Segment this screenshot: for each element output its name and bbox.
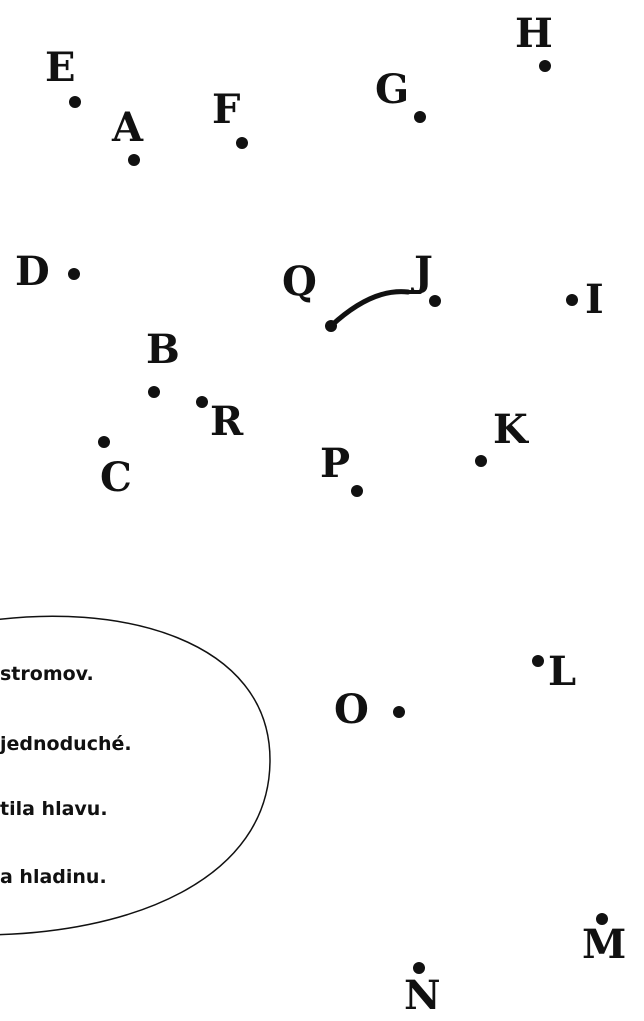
point-label-b: B: [146, 326, 180, 373]
point-label-i: I: [585, 276, 604, 323]
point-dot-a[interactable]: [128, 154, 140, 166]
point-dot-p[interactable]: [351, 485, 363, 497]
oval-text-line-2: jednoduché.: [0, 733, 132, 755]
point-dot-l[interactable]: [532, 655, 544, 667]
point-dot-r[interactable]: [196, 396, 208, 408]
point-label-f: F: [212, 86, 241, 133]
point-label-d: D: [15, 248, 50, 295]
point-label-a: A: [112, 104, 144, 151]
point-label-m: M: [582, 921, 627, 968]
point-dot-g[interactable]: [414, 111, 426, 123]
point-label-r: R: [210, 398, 244, 445]
point-label-e: E: [45, 44, 76, 91]
point-label-o: O: [334, 686, 369, 733]
point-dot-q[interactable]: [325, 320, 337, 332]
point-dot-h[interactable]: [539, 60, 551, 72]
oval-text-line-1: stromov.: [0, 663, 94, 685]
point-label-l: L: [548, 648, 577, 695]
point-dot-c[interactable]: [98, 436, 110, 448]
point-dot-d[interactable]: [68, 268, 80, 280]
point-dot-f[interactable]: [236, 137, 248, 149]
point-label-j: J: [414, 248, 433, 295]
point-label-q: Q: [282, 258, 317, 305]
point-dot-b[interactable]: [148, 386, 160, 398]
point-dot-i[interactable]: [566, 294, 578, 306]
point-dot-j[interactable]: [429, 295, 441, 307]
point-label-g: G: [375, 66, 410, 113]
connection-stroke: [328, 289, 411, 329]
point-dot-k[interactable]: [475, 455, 487, 467]
point-label-n: N: [404, 972, 441, 1019]
oval-text-line-3: tila hlavu.: [0, 798, 108, 820]
point-label-c: C: [100, 454, 132, 501]
point-label-k: K: [493, 406, 528, 453]
oval-text-line-4: a hladinu.: [0, 866, 107, 888]
point-dot-n[interactable]: [413, 962, 425, 974]
point-label-p: P: [320, 440, 351, 487]
point-dot-m[interactable]: [596, 913, 608, 925]
point-label-h: H: [515, 10, 553, 57]
point-dot-e[interactable]: [69, 96, 81, 108]
point-dot-o[interactable]: [393, 706, 405, 718]
